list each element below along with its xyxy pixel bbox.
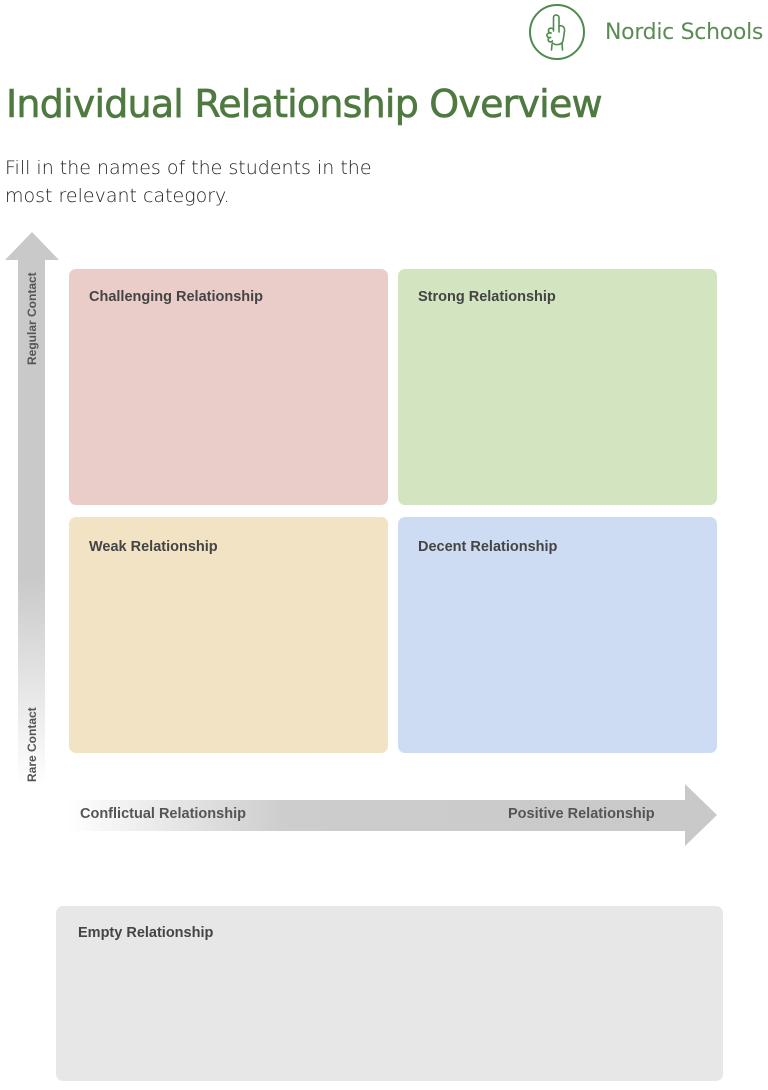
page-title: Individual Relationship Overview (6, 82, 603, 127)
quadrant-decent-relationship[interactable]: Decent Relationship (398, 517, 717, 753)
instructions: Fill in the names of the students in the… (5, 157, 372, 207)
quadrant-strong-relationship[interactable]: Strong Relationship (398, 269, 717, 505)
arrow-up-icon (5, 232, 59, 260)
axis-label-conflictual: Conflictual Relationship (80, 806, 246, 822)
vertical-contact-axis-arrow: Regular Contact Rare Contact (5, 232, 59, 787)
quadrant-label: Weak Relationship (89, 539, 218, 555)
quadrant-label: Challenging Relationship (89, 289, 264, 305)
axis-label-rare-contact: Rare Contact (25, 707, 39, 782)
quadrant-challenging-relationship[interactable]: Challenging Relationship (69, 269, 388, 505)
nordic-schools-logo: Nordic Schools (529, 4, 763, 60)
logo-text: Nordic Schools (605, 19, 764, 45)
raised-finger-hand-icon (529, 4, 585, 60)
axis-label-positive: Positive Relationship (508, 806, 655, 822)
quadrant-label: Decent Relationship (418, 539, 558, 555)
empty-relationship-box[interactable]: Empty Relationship (56, 906, 723, 1081)
empty-box-label: Empty Relationship (78, 925, 214, 941)
quadrant-label: Strong Relationship (418, 289, 556, 305)
horizontal-relationship-axis-arrow: Conflictual Relationship Positive Relati… (67, 784, 719, 846)
arrow-right-icon (685, 784, 717, 846)
axis-label-regular-contact: Regular Contact (25, 272, 39, 365)
quadrant-weak-relationship[interactable]: Weak Relationship (69, 517, 388, 753)
